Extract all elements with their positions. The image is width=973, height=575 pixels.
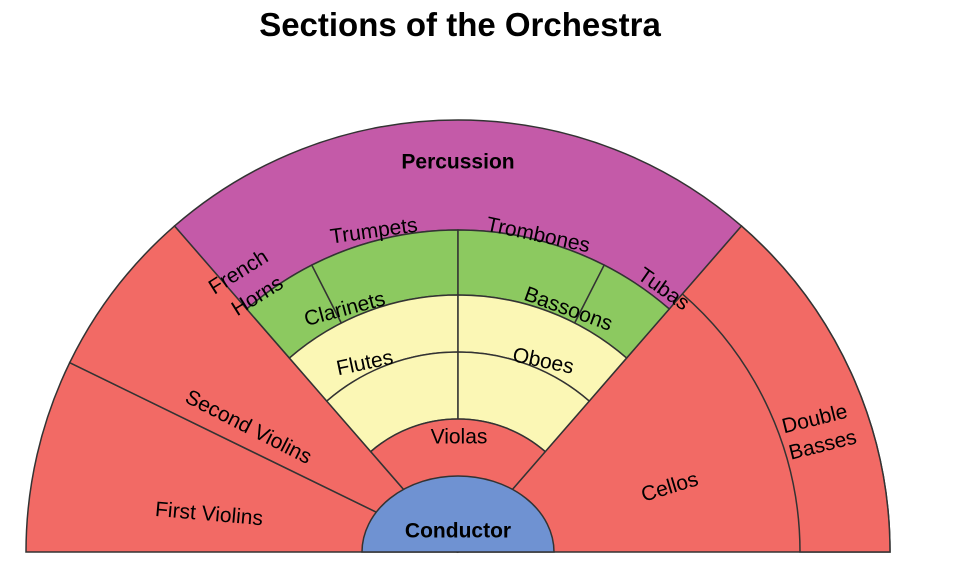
percussion-label: Percussion bbox=[401, 151, 514, 174]
conductor-podium bbox=[361, 475, 555, 553]
first-violins-section bbox=[25, 361, 459, 553]
conductor-label: Conductor bbox=[405, 520, 511, 543]
diagram-title: Sections of the Orchestra bbox=[259, 6, 661, 43]
violas-label: Violas bbox=[431, 426, 488, 449]
second-violins-section bbox=[68, 224, 459, 553]
